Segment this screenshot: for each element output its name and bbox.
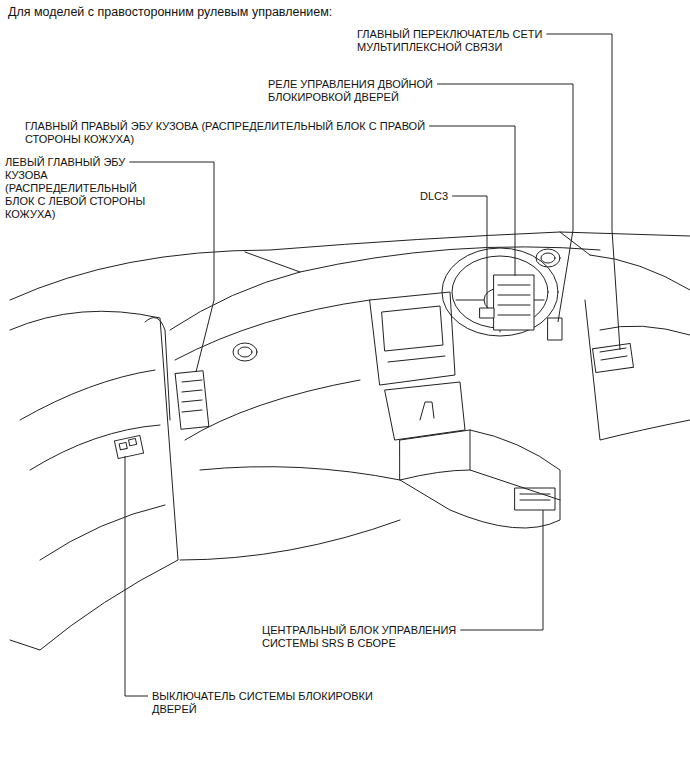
callout-label: ГЛАВНЫЙ ПРАВЫЙ ЭБУ КУЗОВА (РАСПРЕДЕЛИТЕЛ… <box>25 120 480 146</box>
callout-label-text: DLC3 <box>420 190 448 202</box>
callout-label-text: ЦЕНТРАЛЬНЫЙ БЛОК УПРАВЛЕНИЯ СИСТЕМЫ SRS … <box>262 624 456 649</box>
leader-line <box>437 84 573 322</box>
callout-label-text: ЛЕВЫЙ ГЛАВНЫЙ ЭБУ КУЗОВА (РАСПРЕДЕЛИТЕЛЬ… <box>5 156 145 220</box>
heading-text: Для моделей с правосторонним рулевым упр… <box>8 5 332 19</box>
callout-label: РЕЛЕ УПРАВЛЕНИЯ ДВОЙНОЙ БЛОКИРОВКОЙ ДВЕР… <box>268 78 478 104</box>
callout-label-text: ГЛАВНЫЙ ПЕРЕКЛЮЧАТЕЛЬ СЕТИ МУЛЬТИПЛЕКСНО… <box>357 28 542 53</box>
callout-label: ВЫКЛЮЧАТЕЛЬ СИСТЕМЫ БЛОКИРОВКИ ДВЕРЕЙ <box>152 690 412 716</box>
leader-line <box>125 456 148 696</box>
callout-label: ЦЕНТРАЛЬНЫЙ БЛОК УПРАВЛЕНИЯ СИСТЕМЫ SRS … <box>262 624 502 650</box>
callout-label-text: ГЛАВНЫЙ ПРАВЫЙ ЭБУ КУЗОВА (РАСПРЕДЕЛИТЕЛ… <box>25 120 425 145</box>
leader-line <box>546 34 620 350</box>
callout-label: ЛЕВЫЙ ГЛАВНЫЙ ЭБУ КУЗОВА (РАСПРЕДЕЛИТЕЛЬ… <box>5 156 165 221</box>
callout-label: ГЛАВНЫЙ ПЕРЕКЛЮЧАТЕЛЬ СЕТИ МУЛЬТИПЛЕКСНО… <box>357 28 597 54</box>
callout-label-text: ВЫКЛЮЧАТЕЛЬ СИСТЕМЫ БЛОКИРОВКИ ДВЕРЕЙ <box>152 690 373 715</box>
leader-line <box>452 196 487 308</box>
leader-line <box>129 162 214 372</box>
heading: Для моделей с правосторонним рулевым упр… <box>8 5 608 20</box>
leader-line <box>460 510 543 630</box>
callout-label: DLC3 <box>420 190 480 203</box>
callout-label-text: РЕЛЕ УПРАВЛЕНИЯ ДВОЙНОЙ БЛОКИРОВКОЙ ДВЕР… <box>268 78 433 103</box>
